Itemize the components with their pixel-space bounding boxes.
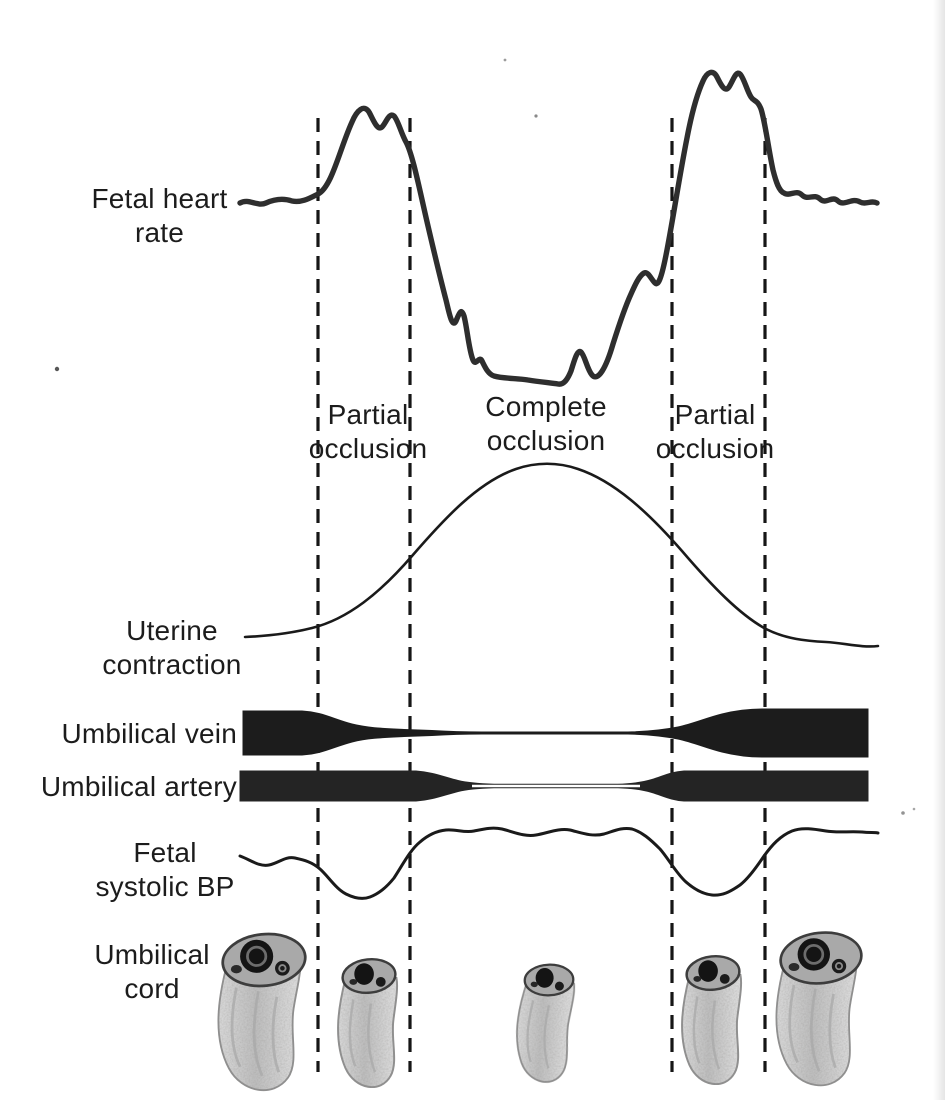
fetal-heart-rate-trace [237,69,880,387]
label-complete-occlusion: Complete occlusion [485,391,607,456]
label-umbilical-artery: Umbilical artery [40,771,237,802]
umbilical-cord-illustration-partial-left [338,957,397,1087]
umbilical-cord-illustration-partial-right [682,954,741,1084]
label-uterine-contraction: Uterine contraction [102,615,242,680]
label-partial-occlusion-left: Partial occlusion [308,399,428,464]
occlusion-guide-lines [316,118,767,1072]
scan-specks [54,58,916,815]
label-umbilical-cord: Umbilical cord [94,939,210,1004]
uterine-contraction-trace [243,462,880,648]
umbilical-cord-illustration-open-right [776,929,864,1086]
label-partial-occlusion-right: Partial occlusion [655,399,775,464]
label-fetal-heart-rate: Fetal heart rate [91,183,228,248]
umbilical-vein-shape [242,708,869,758]
umbilical-cord-illustration-complete [514,960,576,1083]
label-umbilical-vein: Umbilical vein [61,718,237,749]
fetal-systolic-bp-trace [238,826,880,900]
label-fetal-systolic-bp: Fetal systolic BP [95,837,235,902]
umbilical-cord-illustration-open-left [218,930,307,1090]
